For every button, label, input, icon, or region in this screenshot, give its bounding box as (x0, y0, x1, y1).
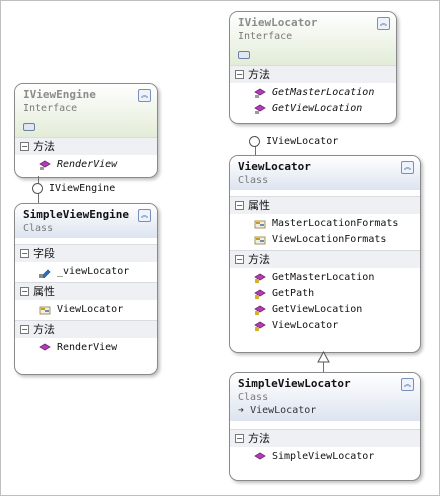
section-label: 方法 (248, 253, 270, 266)
member-name: MasterLocationFormats (272, 218, 399, 229)
type-title: SimpleViewEngine (23, 208, 129, 221)
type-title: IViewLocator (238, 16, 318, 29)
section-label: 属性 (33, 285, 55, 298)
box-header: IViewLocator Interface ︽ (230, 12, 396, 65)
collapse-toggle-icon[interactable]: − (20, 249, 29, 258)
base-class-name: ViewLocator (250, 405, 317, 416)
box-header: ViewLocator Class ︽ (230, 156, 420, 190)
lollipop-ring-icon (32, 183, 43, 194)
collapse-chevron-icon[interactable]: ︽ (401, 378, 414, 391)
member-name: ViewLocator (57, 304, 124, 315)
protected-method-icon (254, 289, 266, 299)
section-label: 方法 (248, 68, 270, 81)
section-header-properties[interactable]: − 属性 (15, 282, 157, 300)
stereotype-label: Interface (23, 103, 78, 114)
protected-method-icon (254, 321, 266, 331)
member-name: GetMasterLocation (272, 87, 375, 98)
base-class-label: ➔ ViewLocator (238, 404, 412, 418)
stereotype-label: Class (238, 392, 269, 403)
section-header-properties[interactable]: − 属性 (230, 196, 420, 214)
method-icon (254, 452, 266, 460)
member-name: GetMasterLocation (272, 272, 375, 283)
inherits-arrow-icon: ➔ (238, 405, 245, 416)
property-icon (39, 306, 51, 315)
collapse-chevron-icon[interactable]: ︽ (138, 209, 151, 222)
section-label: 属性 (248, 199, 270, 212)
collapse-chevron-icon[interactable]: ︽ (138, 89, 151, 102)
collapse-toggle-icon[interactable]: − (20, 287, 29, 296)
section-header-fields[interactable]: − 字段 (15, 244, 157, 262)
section-header-methods[interactable]: − 方法 (230, 429, 420, 447)
section-label: 方法 (33, 323, 55, 336)
section-header-methods[interactable]: − 方法 (15, 137, 157, 155)
member-item[interactable]: _viewLocator (15, 264, 157, 280)
viewlocator-class-box[interactable]: ViewLocator Class ︽ − 属性 MasterLocationF… (229, 155, 421, 353)
collapse-toggle-icon[interactable]: − (235, 70, 244, 79)
section-header-methods[interactable]: − 方法 (15, 320, 157, 338)
protected-method-icon (254, 305, 266, 315)
lollipop-label: IViewEngine (49, 183, 116, 194)
member-name: RenderView (57, 342, 118, 353)
collapse-toggle-icon[interactable]: − (235, 201, 244, 210)
section-header-methods[interactable]: − 方法 (230, 65, 396, 83)
member-name: RenderView (57, 159, 118, 170)
member-item[interactable]: MasterLocationFormats (230, 216, 420, 232)
member-item[interactable]: GetMasterLocation (230, 270, 420, 286)
stereotype-label: Class (23, 223, 54, 234)
member-name: GetViewLocation (272, 103, 363, 114)
inheritance-arrow-icon (317, 351, 330, 363)
collapse-toggle-icon[interactable]: − (20, 142, 29, 151)
property-icon (254, 236, 266, 245)
simpleviewengine-class-box[interactable]: SimpleViewEngine Class ︽ − 字段 _viewLocat… (14, 203, 158, 375)
member-item[interactable]: SimpleViewLocator (230, 449, 420, 465)
method-icon (39, 343, 51, 351)
property-icon (254, 220, 266, 229)
section-label: 方法 (248, 432, 270, 445)
collapse-chevron-icon[interactable]: ︽ (377, 17, 390, 30)
simpleviewlocator-class-box[interactable]: SimpleViewLocator Class ➔ ViewLocator ︽ … (229, 372, 421, 481)
member-name: ViewLocationFormats (272, 234, 387, 245)
member-name: ViewLocator (272, 320, 339, 331)
method-icon (254, 88, 266, 98)
member-name: _viewLocator (57, 266, 130, 277)
member-name: SimpleViewLocator (272, 451, 375, 462)
member-item[interactable]: RenderView (15, 340, 157, 356)
member-name: GetPath (272, 288, 315, 299)
interface-lollipop-icon (238, 50, 250, 59)
member-item[interactable]: RenderView (15, 157, 157, 173)
collapse-toggle-icon[interactable]: − (235, 255, 244, 264)
member-item[interactable]: ViewLocator (230, 318, 420, 334)
interface-lollipop-icon (23, 122, 35, 131)
method-icon (39, 160, 51, 170)
lollipop-label: IViewLocator (266, 136, 339, 147)
iviewlocator-interface-box[interactable]: IViewLocator Interface ︽ − 方法 GetMasterL… (229, 11, 397, 124)
collapse-toggle-icon[interactable]: − (20, 325, 29, 334)
stereotype-label: Interface (238, 31, 293, 42)
member-item[interactable]: ViewLocationFormats (230, 232, 420, 248)
inheritance-line (323, 362, 324, 372)
iviewengine-interface-box[interactable]: IViewEngine Interface ︽ − 方法 RenderView (14, 83, 158, 178)
section-label: 方法 (33, 140, 55, 153)
field-icon (39, 269, 51, 278)
collapse-toggle-icon[interactable]: − (235, 434, 244, 443)
section-label: 字段 (33, 247, 55, 260)
member-item[interactable]: GetViewLocation (230, 101, 396, 117)
type-title: ViewLocator (238, 160, 311, 173)
type-title: IViewEngine (23, 88, 96, 101)
member-name: GetViewLocation (272, 304, 363, 315)
member-item[interactable]: ViewLocator (15, 302, 157, 318)
method-icon (254, 104, 266, 114)
member-item[interactable]: GetMasterLocation (230, 85, 396, 101)
lollipop-ring-icon (249, 136, 260, 147)
box-header: SimpleViewLocator Class ➔ ViewLocator ︽ (230, 373, 420, 421)
member-item[interactable]: GetPath (230, 286, 420, 302)
section-header-methods[interactable]: − 方法 (230, 250, 420, 268)
box-header: IViewEngine Interface ︽ (15, 84, 157, 137)
collapse-chevron-icon[interactable]: ︽ (401, 161, 414, 174)
stereotype-label: Class (238, 175, 269, 186)
box-header: SimpleViewEngine Class ︽ (15, 204, 157, 238)
type-title: SimpleViewLocator (238, 377, 351, 390)
member-item[interactable]: GetViewLocation (230, 302, 420, 318)
protected-method-icon (254, 273, 266, 283)
